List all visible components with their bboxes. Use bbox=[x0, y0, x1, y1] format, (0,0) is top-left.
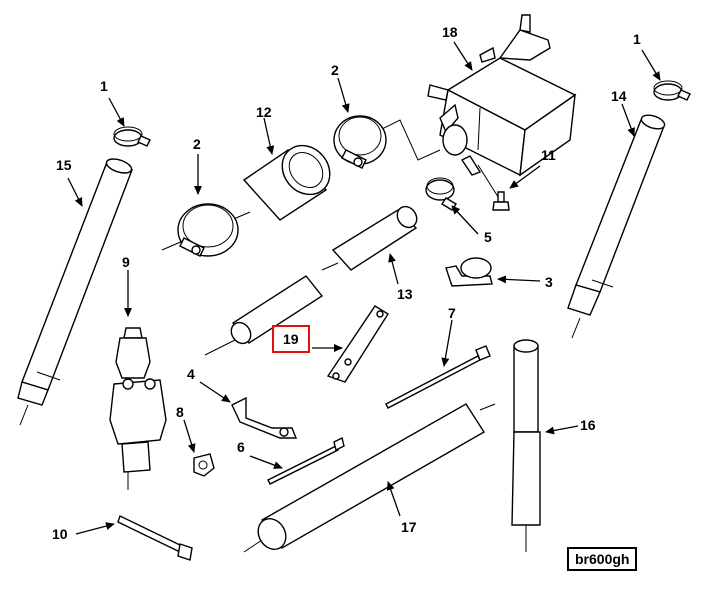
part-2-right-large-clamp bbox=[333, 115, 387, 169]
part-13-tube-upper bbox=[331, 205, 418, 271]
leader-arrows bbox=[67, 41, 661, 535]
callout-19-highlighted: 19 bbox=[272, 325, 310, 353]
part-3-bracket bbox=[445, 257, 493, 287]
part-4-bracket bbox=[231, 396, 298, 439]
part-13-tube-lower bbox=[230, 275, 324, 345]
part-1-right-clamp bbox=[653, 80, 691, 101]
part-19-strap bbox=[326, 305, 389, 383]
callout-1-left: 1 bbox=[100, 78, 108, 94]
callout-15: 15 bbox=[56, 157, 72, 173]
callout-4: 4 bbox=[187, 366, 195, 382]
callout-11: 11 bbox=[541, 147, 556, 163]
part-2-left-large-clamp bbox=[177, 203, 239, 257]
part-16-vertical-pipe bbox=[511, 339, 541, 526]
callout-2-left: 2 bbox=[193, 136, 201, 152]
callout-8: 8 bbox=[176, 404, 184, 420]
callout-9: 9 bbox=[122, 254, 130, 270]
part-8-nut bbox=[193, 453, 215, 477]
callout-13: 13 bbox=[397, 286, 413, 302]
part-12-tube bbox=[242, 144, 331, 221]
part-5-small-clamp bbox=[425, 177, 457, 211]
part-9-valve bbox=[109, 327, 167, 473]
part-14-right-pipe bbox=[567, 114, 666, 316]
callout-2-right: 2 bbox=[331, 62, 339, 78]
callout-3: 3 bbox=[545, 274, 553, 290]
callout-1-right: 1 bbox=[633, 31, 641, 47]
callout-17: 17 bbox=[401, 519, 417, 535]
callout-14: 14 bbox=[611, 88, 627, 104]
callout-16: 16 bbox=[580, 417, 596, 433]
part-17-big-pipe bbox=[257, 403, 485, 551]
callout-6: 6 bbox=[237, 439, 245, 455]
diagram-code-label: br600gh bbox=[567, 547, 638, 571]
callout-7: 7 bbox=[448, 305, 456, 321]
part-18-canister bbox=[427, 14, 577, 177]
callout-10: 10 bbox=[52, 526, 68, 542]
callout-12: 12 bbox=[256, 104, 272, 120]
part-7-cable-tie bbox=[385, 345, 491, 409]
part-15-left-pipe bbox=[17, 158, 133, 406]
callout-5: 5 bbox=[484, 229, 492, 245]
part-1-left-clamp bbox=[113, 126, 151, 147]
part-11-screw bbox=[492, 191, 510, 211]
part-6-small-tie bbox=[267, 436, 345, 485]
callout-18: 18 bbox=[442, 24, 458, 40]
part-10-bolt bbox=[117, 515, 193, 561]
